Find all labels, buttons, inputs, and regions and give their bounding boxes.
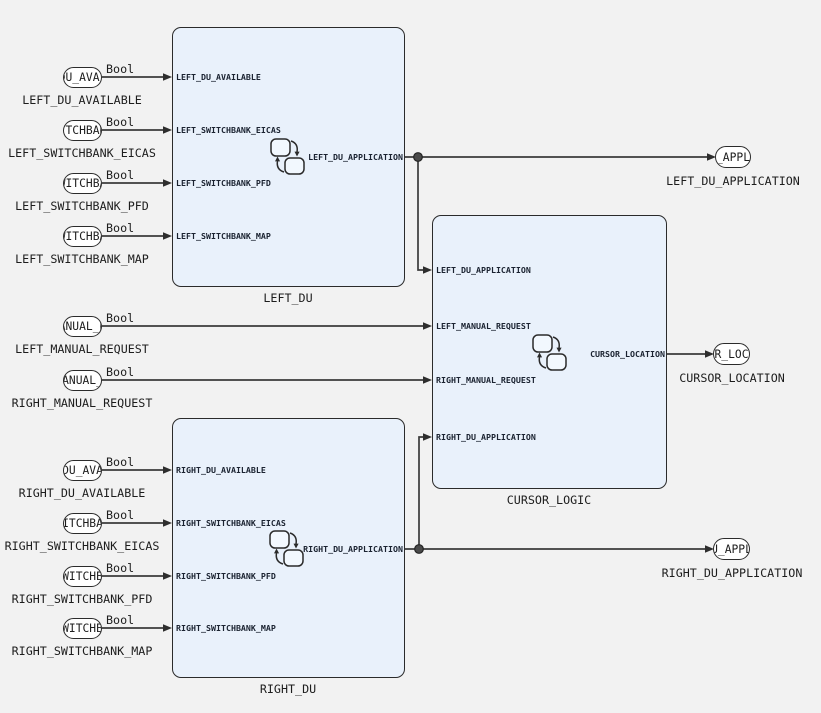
signal-type-label: Bool: [106, 613, 135, 627]
inport-oval-left-du-available[interactable]: LEFT_DU_AVAILABLE: [63, 66, 102, 88]
inport-oval-text: RIGHT_SWITCHBANK_PFD: [63, 569, 101, 583]
outport-name-label: CURSOR_LOCATION: [679, 371, 785, 385]
block-title-cursor-logic: CURSOR_LOGIC: [506, 493, 592, 507]
block-port-label: RIGHT_MANUAL_REQUEST: [436, 375, 536, 385]
block-port-label: RIGHT_SWITCHBANK_PFD: [176, 571, 276, 581]
signal-type-label: Bool: [106, 62, 135, 76]
inport-name-label: LEFT_MANUAL_REQUEST: [15, 342, 149, 356]
block-port-label: LEFT_SWITCHBANK_MAP: [176, 231, 271, 241]
block-port-label: LEFT_SWITCHBANK_EICAS: [176, 125, 281, 135]
inport-name-label: LEFT_SWITCHBANK_EICAS: [8, 146, 156, 160]
inport-name-label: RIGHT_SWITCHBANK_EICAS: [4, 539, 160, 553]
wire-cursor-location[interactable]: [667, 350, 714, 358]
inport-oval-text: LEFT_SWITCHBANK_PFD: [64, 176, 101, 190]
inport-oval-right-switchbank-eicas[interactable]: RIGHT_SWITCHBANK_EICAS: [63, 512, 102, 534]
inport-oval-right-manual-request[interactable]: RIGHT_MANUAL_REQUEST: [63, 369, 102, 391]
inport-name-label: LEFT_SWITCHBANK_PFD: [15, 199, 149, 213]
inport-oval-text: LEFT_DU_AVAILABLE: [64, 70, 101, 84]
block-port-label: CURSOR_LOCATION: [590, 349, 665, 359]
block-left-du[interactable]: [172, 27, 405, 287]
signal-type-label: Bool: [106, 115, 135, 129]
block-port-label: LEFT_DU_APPLICATION: [436, 265, 531, 275]
inport-oval-text: RIGHT_MANUAL_REQUEST: [63, 373, 101, 387]
block-title-right-du: RIGHT_DU: [259, 682, 317, 696]
inport-oval-text: RIGHT_DU_AVAILABLE: [63, 463, 101, 477]
signal-type-label: Bool: [106, 221, 135, 235]
inport-oval-text: LEFT_MANUAL_REQUEST: [64, 319, 101, 333]
inport-oval-left-switchbank-pfd[interactable]: LEFT_SWITCHBANK_PFD: [63, 172, 102, 194]
block-port-label: LEFT_SWITCHBANK_PFD: [176, 178, 271, 188]
inport-name-label: LEFT_SWITCHBANK_MAP: [15, 252, 149, 266]
inport-name-label: LEFT_DU_AVAILABLE: [22, 93, 142, 107]
wire-right-manual-request[interactable]: [102, 376, 432, 384]
junction-dot: [414, 544, 424, 554]
signal-type-label: Bool: [106, 508, 135, 522]
outport-name-label: LEFT_DU_APPLICATION: [666, 174, 800, 188]
signal-type-label: Bool: [106, 561, 135, 575]
signal-type-label: Bool: [106, 455, 135, 469]
block-port-label: RIGHT_DU_AVAILABLE: [176, 465, 266, 475]
outport-oval-left-du-application[interactable]: LEFT_DU_APPLICATION: [715, 146, 751, 168]
inport-oval-left-switchbank-eicas[interactable]: LEFT_SWITCHBANK_EICAS: [63, 119, 102, 141]
inport-oval-text: LEFT_SWITCHBANK_MAP: [64, 229, 101, 243]
outport-oval-text: LEFT_DU_APPLICATION: [715, 150, 751, 164]
inport-oval-right-switchbank-map[interactable]: RIGHT_SWITCHBANK_MAP: [63, 617, 102, 639]
inport-oval-text: LEFT_SWITCHBANK_EICAS: [64, 123, 101, 137]
inport-oval-text: RIGHT_SWITCHBANK_EICAS: [63, 516, 101, 530]
inport-oval-right-switchbank-pfd[interactable]: RIGHT_SWITCHBANK_PFD: [63, 565, 102, 587]
block-port-label: RIGHT_SWITCHBANK_MAP: [176, 623, 276, 633]
block-port-label: LEFT_DU_AVAILABLE: [176, 72, 261, 82]
block-port-label: RIGHT_DU_APPLICATION: [303, 544, 403, 554]
outport-oval-text: CURSOR_LOCATION: [714, 347, 749, 361]
outport-oval-right-du-application[interactable]: RIGHT_DU_APPLICATION: [713, 538, 750, 560]
inport-name-label: RIGHT_SWITCHBANK_MAP: [11, 644, 153, 658]
block-port-label: LEFT_DU_APPLICATION: [308, 152, 403, 162]
block-port-label: RIGHT_DU_APPLICATION: [436, 432, 536, 442]
block-title-left-du: LEFT_DU: [263, 291, 313, 305]
signal-type-label: Bool: [106, 365, 135, 379]
outport-oval-text: RIGHT_DU_APPLICATION: [713, 542, 749, 556]
inport-name-label: RIGHT_MANUAL_REQUEST: [11, 396, 153, 410]
inport-name-label: RIGHT_SWITCHBANK_PFD: [11, 592, 153, 606]
signal-type-label: Bool: [106, 168, 135, 182]
inport-name-label: RIGHT_DU_AVAILABLE: [18, 486, 146, 500]
wire-left-manual-request[interactable]: [102, 322, 432, 330]
signal-type-label: Bool: [106, 311, 135, 325]
outport-oval-cursor-location[interactable]: CURSOR_LOCATION: [713, 343, 750, 365]
block-port-label: RIGHT_SWITCHBANK_EICAS: [176, 518, 286, 528]
inport-oval-text: RIGHT_SWITCHBANK_MAP: [63, 621, 101, 635]
inport-oval-right-du-available[interactable]: RIGHT_DU_AVAILABLE: [63, 459, 102, 481]
inport-oval-left-manual-request[interactable]: LEFT_MANUAL_REQUEST: [63, 315, 102, 337]
inport-oval-left-switchbank-map[interactable]: LEFT_SWITCHBANK_MAP: [63, 225, 102, 247]
junction-dot: [413, 152, 423, 162]
outport-name-label: RIGHT_DU_APPLICATION: [661, 566, 803, 580]
block-port-label: LEFT_MANUAL_REQUEST: [436, 321, 531, 331]
